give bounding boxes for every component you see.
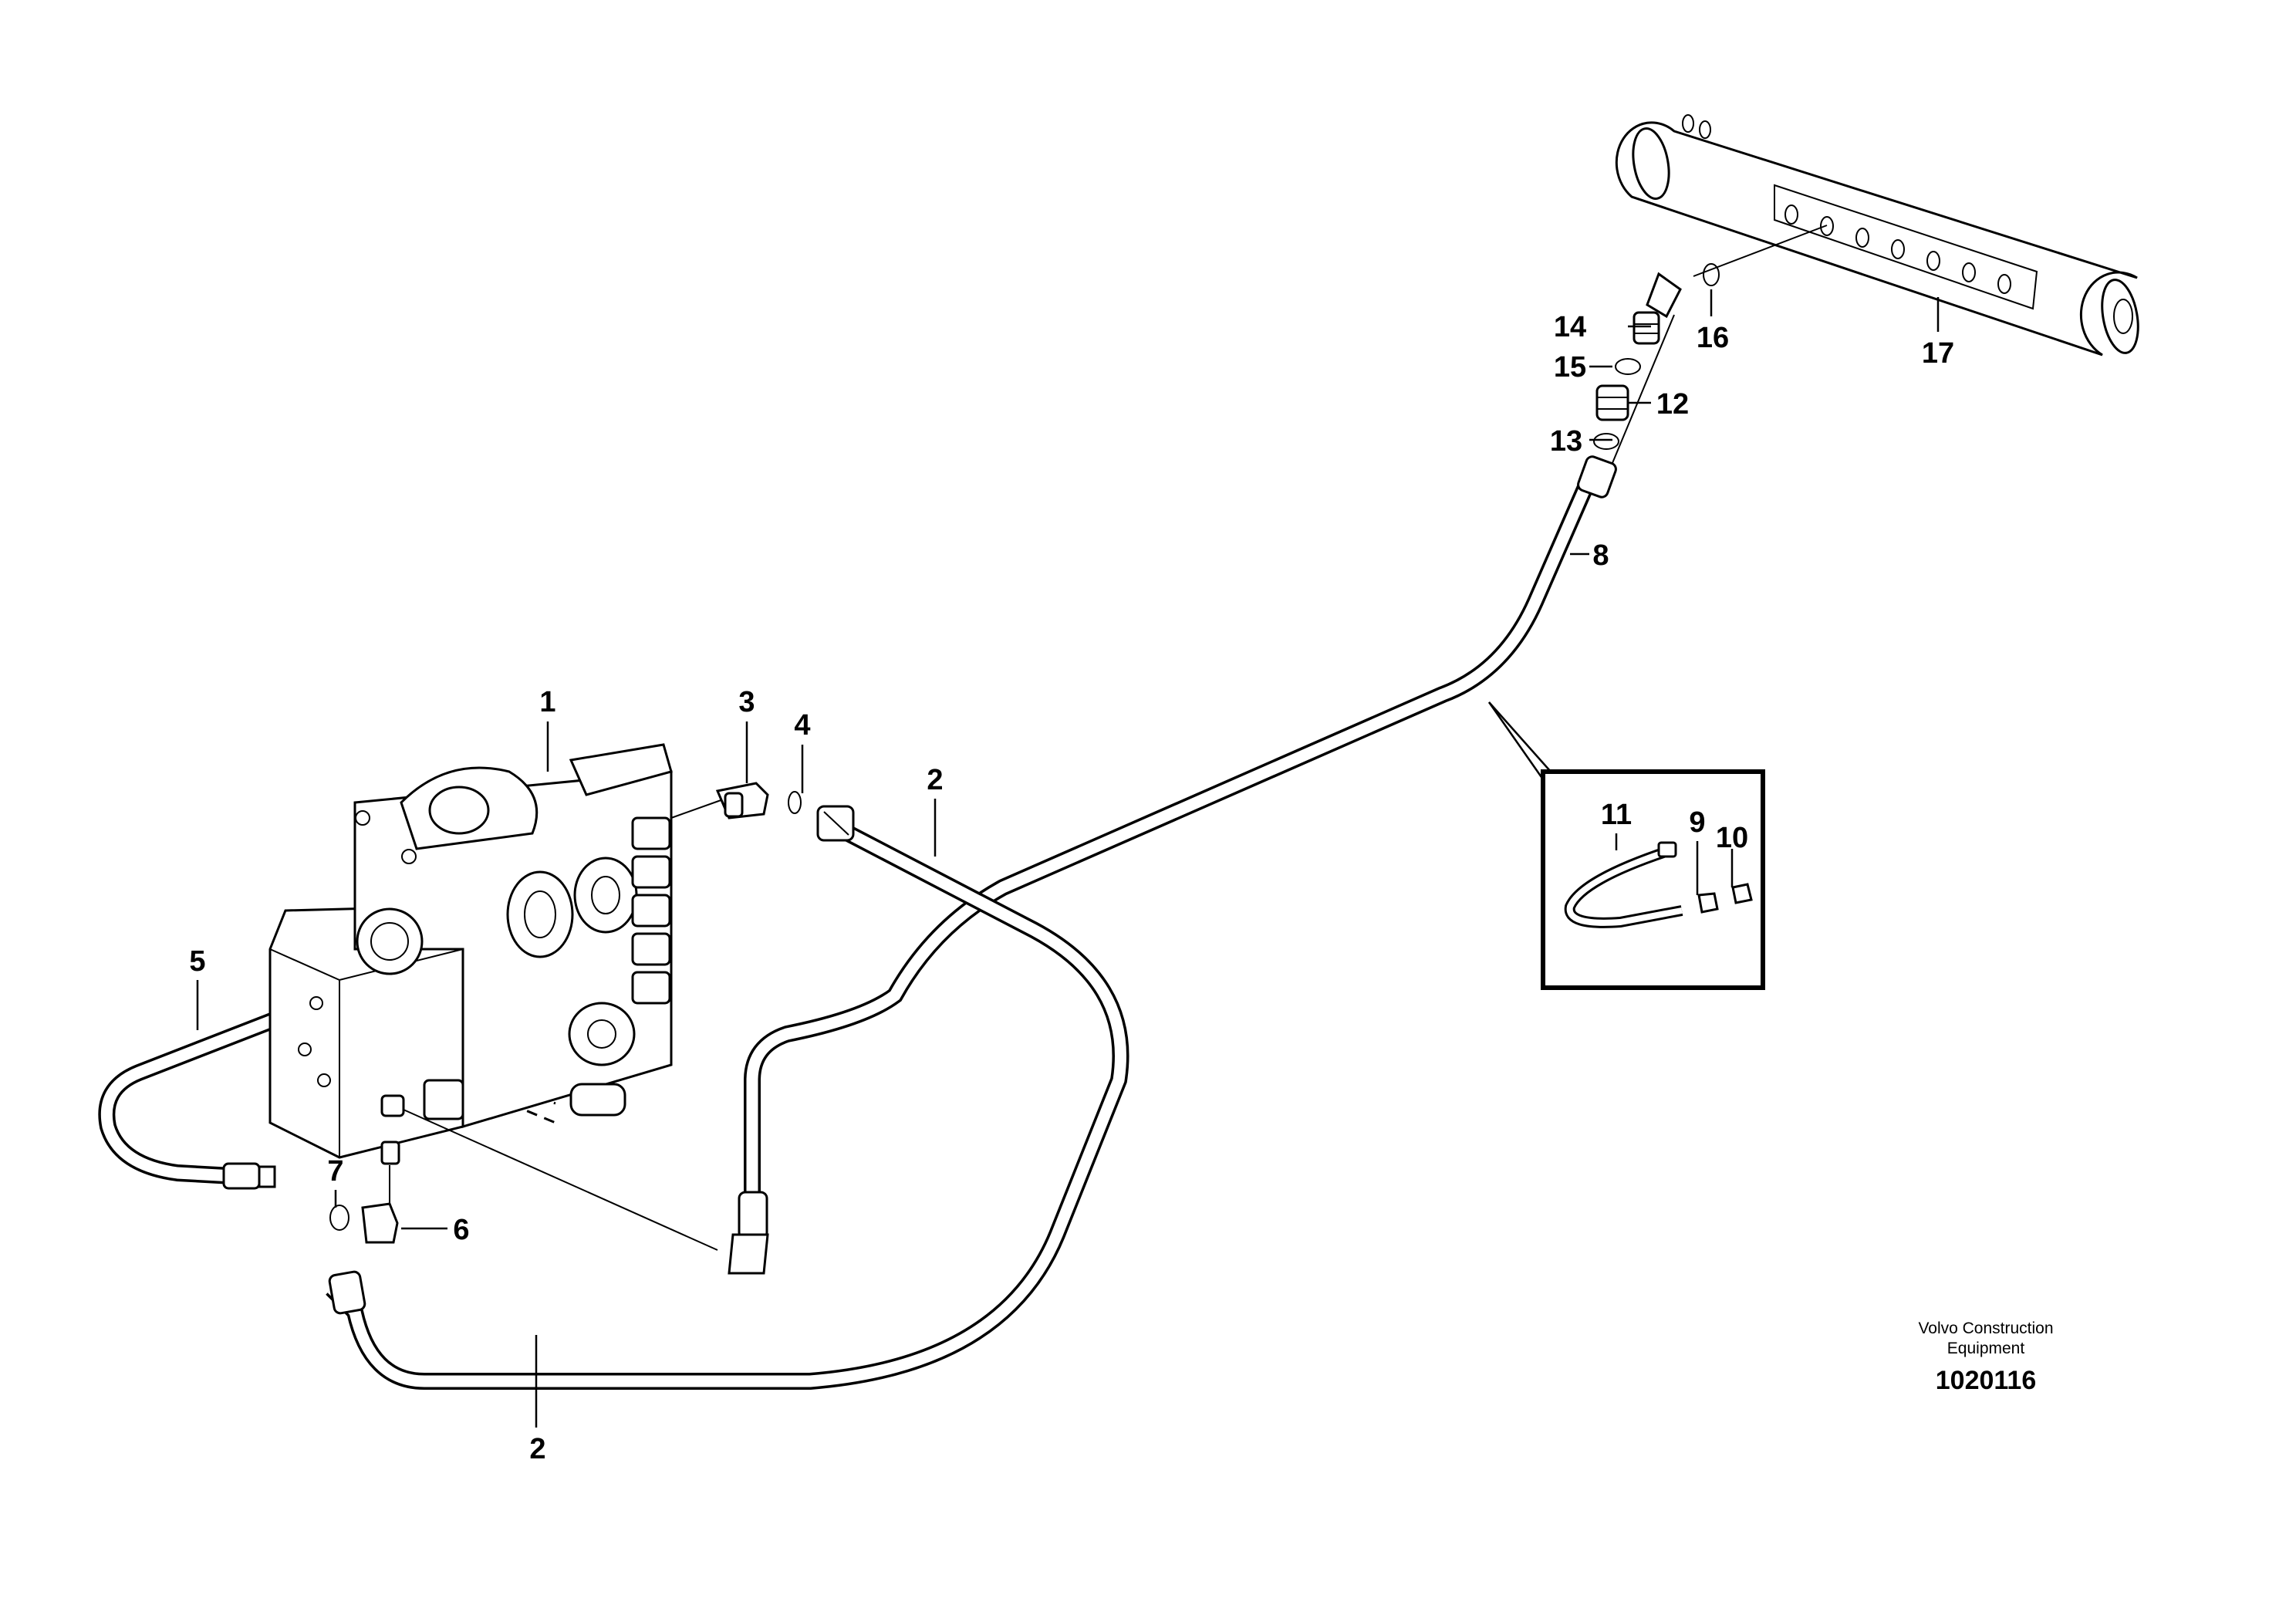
part-9-clip[interactable] (1697, 892, 1719, 914)
callout-1: 1 (539, 686, 555, 718)
part-10-clip[interactable] (1731, 883, 1753, 904)
part-15-o-ring[interactable] (1615, 358, 1641, 375)
callout-16: 16 (1697, 322, 1729, 354)
callout-5: 5 (189, 945, 205, 978)
callout-4: 4 (794, 709, 810, 742)
part-11-cable-tie[interactable] (1564, 841, 1683, 928)
brand-line-1: Volvo Construction (1918, 1320, 2053, 1337)
detail-inset (1487, 701, 1765, 990)
part-17-header-tube[interactable] (1615, 114, 2143, 357)
callout-2-lower: 2 (529, 1433, 545, 1465)
callout-9: 9 (1689, 806, 1705, 839)
part-8-hose[interactable] (728, 455, 1618, 1275)
part-16-o-ring[interactable] (1703, 263, 1720, 286)
callout-14: 14 (1554, 311, 1586, 343)
callout-6: 6 (453, 1214, 469, 1246)
part-13-o-ring[interactable] (1593, 433, 1619, 450)
callout-15: 15 (1554, 351, 1586, 384)
callout-17: 17 (1922, 337, 1954, 370)
callout-7: 7 (327, 1155, 343, 1188)
part-12-adapter[interactable] (1595, 384, 1629, 421)
part-3-elbow-fitting[interactable] (715, 782, 769, 819)
part-1-control-valve[interactable] (268, 743, 673, 1159)
brand-line-2: Equipment (1947, 1340, 2025, 1357)
callout-2-upper: 2 (927, 764, 943, 796)
part-2-hose[interactable] (326, 805, 1129, 1390)
callout-11: 11 (1601, 799, 1632, 831)
callout-13: 13 (1550, 425, 1582, 458)
part-7-o-ring[interactable] (329, 1205, 349, 1231)
part-6-elbow-fitting[interactable] (361, 1140, 400, 1244)
leader-lines (196, 289, 1940, 1428)
part-14-elbow-fitting[interactable] (1633, 272, 1682, 345)
callout-12: 12 (1656, 388, 1689, 421)
callout-3: 3 (738, 686, 755, 718)
callout-10: 10 (1716, 822, 1748, 854)
document-number: 1020116 (1936, 1366, 2037, 1395)
callout-8: 8 (1592, 539, 1609, 572)
part-4-o-ring[interactable] (788, 791, 802, 814)
